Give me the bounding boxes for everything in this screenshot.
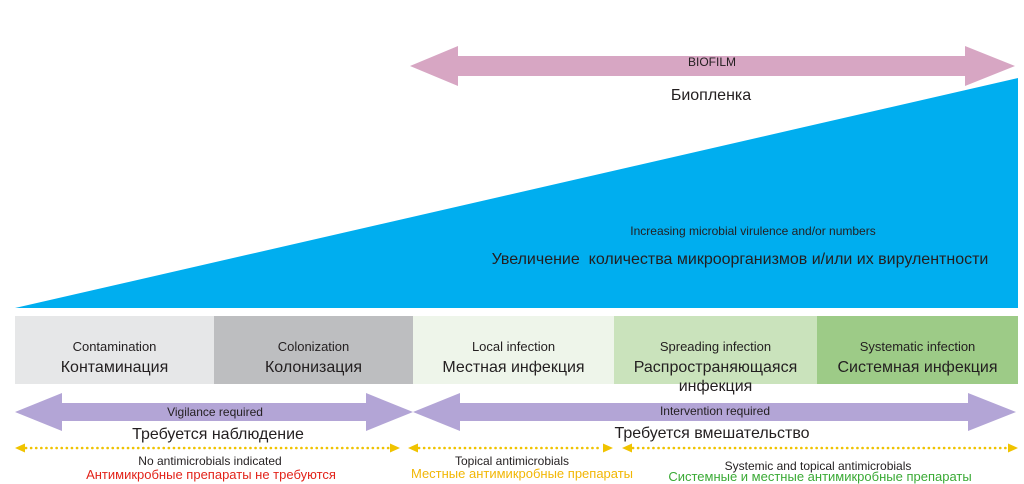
stage-label-en: Local infection bbox=[471, 339, 556, 354]
vigilance-label-ru: Требуется наблюдение bbox=[132, 426, 304, 443]
stage-local-infection: Local infection Местная инфекция bbox=[413, 316, 614, 384]
topical-antimicrobials-label-en: Topical antimicrobials bbox=[454, 454, 570, 468]
no-antimicrobials-label-en: No antimicrobials indicated bbox=[138, 454, 282, 468]
stage-label-ru: Местная инфекция bbox=[442, 359, 585, 376]
stage-label-en: Contamination bbox=[72, 339, 157, 354]
systemic-antimicrobials-label-en: Systemic and topical antimicrobials bbox=[724, 459, 912, 473]
arrowhead-left bbox=[408, 443, 418, 453]
vigilance-label-en: Vigilance required bbox=[167, 405, 263, 419]
topical-antimicrobials-arrow bbox=[408, 443, 613, 453]
systemic-antimicrobials-label-ru: Системные и местные антимикробные препар… bbox=[668, 469, 972, 484]
biofilm-label-ru: Биопленка bbox=[670, 87, 752, 104]
no-antimicrobials-arrow bbox=[15, 443, 400, 453]
stage-label-ru: Системная инфекция bbox=[837, 359, 998, 376]
intervention-arrow bbox=[413, 393, 1016, 431]
systemic-antimicrobials-arrow bbox=[622, 443, 1018, 453]
stage-systematic-infection: Systematic infection Системная инфекция bbox=[817, 316, 1018, 384]
arrowhead-left bbox=[622, 443, 632, 453]
virulence-wedge bbox=[15, 78, 1018, 308]
arrowhead-right bbox=[390, 443, 400, 453]
intervention-label-ru: Требуется вмешательство bbox=[614, 425, 810, 442]
arrowhead-right bbox=[603, 443, 613, 453]
stage-label-en: Systematic infection bbox=[859, 339, 976, 354]
biofilm-arrow bbox=[410, 46, 1015, 86]
stage-label-ru: Распространяющаяся инфекция bbox=[633, 359, 798, 395]
stage-spreading-infection: Spreading infection Распространяющаяся и… bbox=[614, 316, 817, 395]
arrowhead-right bbox=[1008, 443, 1018, 453]
stage-label-ru: Колонизация bbox=[264, 359, 363, 376]
virulence-label-en: Increasing microbial virulence and/or nu… bbox=[630, 224, 876, 238]
stage-contamination: Contamination Контаминация bbox=[15, 316, 214, 384]
no-antimicrobials-label-ru: Антимикробные препараты не требуются bbox=[86, 467, 336, 482]
stage-colonization: Colonization Колонизация bbox=[214, 316, 413, 384]
topical-antimicrobials-label-ru: Местные антимикробные препараты bbox=[410, 466, 634, 481]
stage-label-ru: Контаминация bbox=[60, 359, 169, 376]
stage-label-en: Colonization bbox=[277, 339, 350, 354]
intervention-label-en: Intervention required bbox=[659, 404, 771, 418]
stage-label-en: Spreading infection bbox=[659, 339, 772, 354]
biofilm-label-en: BIOFILM bbox=[687, 55, 736, 69]
virulence-label-ru: Увеличение количества микроорганизмов и/… bbox=[491, 251, 989, 268]
vigilance-arrow bbox=[15, 393, 413, 431]
arrowhead-left bbox=[15, 443, 25, 453]
